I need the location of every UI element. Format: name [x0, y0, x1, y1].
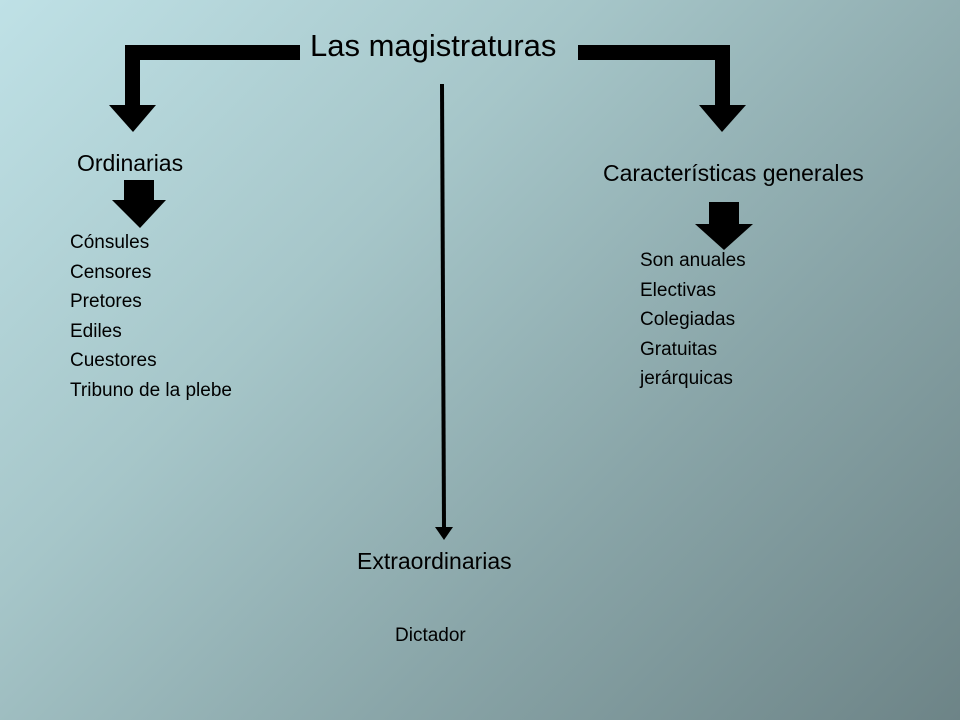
diagram-title: Las magistraturas — [310, 28, 557, 63]
list-item: Cónsules — [70, 232, 150, 253]
list-item: Electivas — [640, 279, 717, 301]
list-item: Gratuitas — [640, 338, 718, 360]
list-item: Censores — [70, 261, 152, 283]
block-arrow-ordinarias — [112, 180, 166, 228]
caracteristicas-heading: Características generales — [603, 160, 864, 186]
list-item: Ediles — [70, 320, 122, 342]
arrow-to-extraordinarias — [435, 83, 453, 540]
arrow-to-ordinarias — [109, 45, 300, 132]
list-item: Colegiadas — [640, 309, 736, 330]
list-item: Tribuno de la plebe — [70, 379, 232, 401]
list-item: Pretores — [70, 291, 142, 312]
ordinarias-list: Cónsules Censores Pretores Ediles Cuesto… — [70, 228, 232, 405]
block-arrow-caracteristicas — [695, 202, 753, 250]
list-item: Son anuales — [640, 250, 746, 271]
list-item: jerárquicas — [640, 368, 733, 389]
arrow-to-caracteristicas — [578, 45, 746, 132]
ordinarias-heading: Ordinarias — [77, 150, 184, 176]
extraordinarias-item: Dictador — [395, 625, 466, 646]
extraordinarias-heading: Extraordinarias — [357, 548, 512, 574]
list-item: Cuestores — [70, 350, 157, 371]
caracteristicas-list: Son anuales Electivas Colegiadas Gratuit… — [640, 246, 746, 394]
